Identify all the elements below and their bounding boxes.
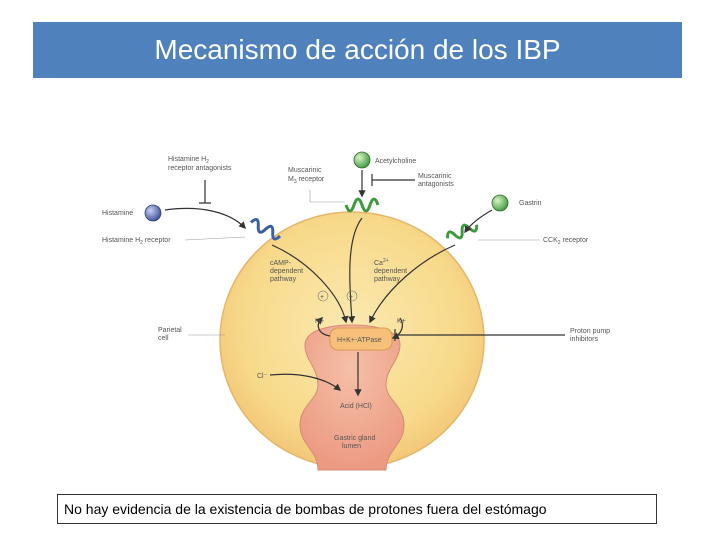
proton-pump bbox=[329, 327, 393, 351]
label-musc-antag-2: antagonists bbox=[418, 181, 454, 188]
inhibit-ppi bbox=[394, 329, 565, 341]
label-h-plus: H+ bbox=[315, 318, 324, 325]
label-h2-receptor: Histamine H2 receptor bbox=[102, 237, 171, 246]
label-lumen-2: lumen bbox=[342, 443, 361, 450]
label-k-plus: K+ bbox=[397, 318, 406, 325]
arrow-gastrin bbox=[464, 209, 493, 234]
label-acid: Acid (HCl) bbox=[340, 403, 372, 410]
arrow-camp bbox=[271, 244, 349, 324]
arrow-ca-right bbox=[369, 244, 456, 324]
label-camp-3: pathway bbox=[270, 276, 297, 283]
label-gastrin: Gastrin bbox=[519, 200, 542, 207]
inhibit-muscarinic bbox=[371, 174, 415, 186]
label-h2-antagonists-1: Histamine H2 bbox=[168, 156, 209, 165]
plus-circle-1 bbox=[317, 290, 329, 302]
inhibit-h2 bbox=[199, 180, 211, 204]
label-ca-2: dependent bbox=[374, 268, 407, 275]
plus-sign-1: + bbox=[320, 294, 324, 301]
label-ca-3: pathway bbox=[374, 276, 401, 283]
m3-receptor bbox=[344, 197, 380, 213]
arrow-histamine bbox=[164, 207, 246, 230]
arrow-ca-left bbox=[348, 217, 363, 324]
label-ppi-1: Proton pump bbox=[570, 328, 610, 335]
h2-receptor bbox=[249, 217, 282, 241]
arrow-h-plus bbox=[315, 316, 331, 337]
plus-sign-2: + bbox=[349, 294, 353, 301]
label-parietal-2: cell bbox=[158, 335, 169, 342]
label-h2-antagonists-2: receptor antagonists bbox=[168, 165, 232, 172]
arrow-cl bbox=[269, 373, 342, 391]
atpase-label: H+K+-ATPase bbox=[337, 337, 382, 344]
label-camp-1: cAMP- bbox=[270, 260, 292, 267]
leader-h2-receptor bbox=[184, 236, 246, 241]
slide-title: Mecanismo de acción de los IBP bbox=[154, 34, 561, 65]
cck2-receptor bbox=[446, 223, 479, 240]
label-cck2: CCK2 receptor bbox=[543, 237, 589, 246]
plus-circle-2 bbox=[346, 290, 358, 302]
label-parietal-1: Parietal bbox=[158, 327, 182, 334]
leader-m3 bbox=[309, 190, 345, 203]
label-cl: Cl⁻ bbox=[257, 373, 268, 380]
label-camp-2: dependent bbox=[270, 268, 303, 275]
label-musc-antag-1: Muscarinic bbox=[418, 173, 452, 180]
label-ppi-2: inhibitors bbox=[570, 336, 599, 343]
label-histamine: Histamine bbox=[102, 210, 133, 217]
label-lumen-1: Gastric gland bbox=[334, 435, 375, 442]
label-muscarinic-2: M3 receptor bbox=[288, 176, 325, 185]
label-acetylcholine: Acetylcholine bbox=[375, 158, 416, 165]
caption-box: No hay evidencia de la existencia de bom… bbox=[57, 494, 657, 524]
title-bar: Mecanismo de acción de los IBP bbox=[33, 22, 682, 78]
acetylcholine-ball bbox=[353, 151, 371, 169]
caption-text: No hay evidencia de la existencia de bom… bbox=[64, 501, 547, 517]
histamine-ball bbox=[144, 204, 162, 222]
gastrin-ball bbox=[491, 194, 509, 212]
gastric-gland-lumen bbox=[299, 324, 405, 471]
label-ca-1: Ca2+ bbox=[374, 258, 389, 267]
label-muscarinic-1: Muscarinic bbox=[288, 167, 322, 174]
